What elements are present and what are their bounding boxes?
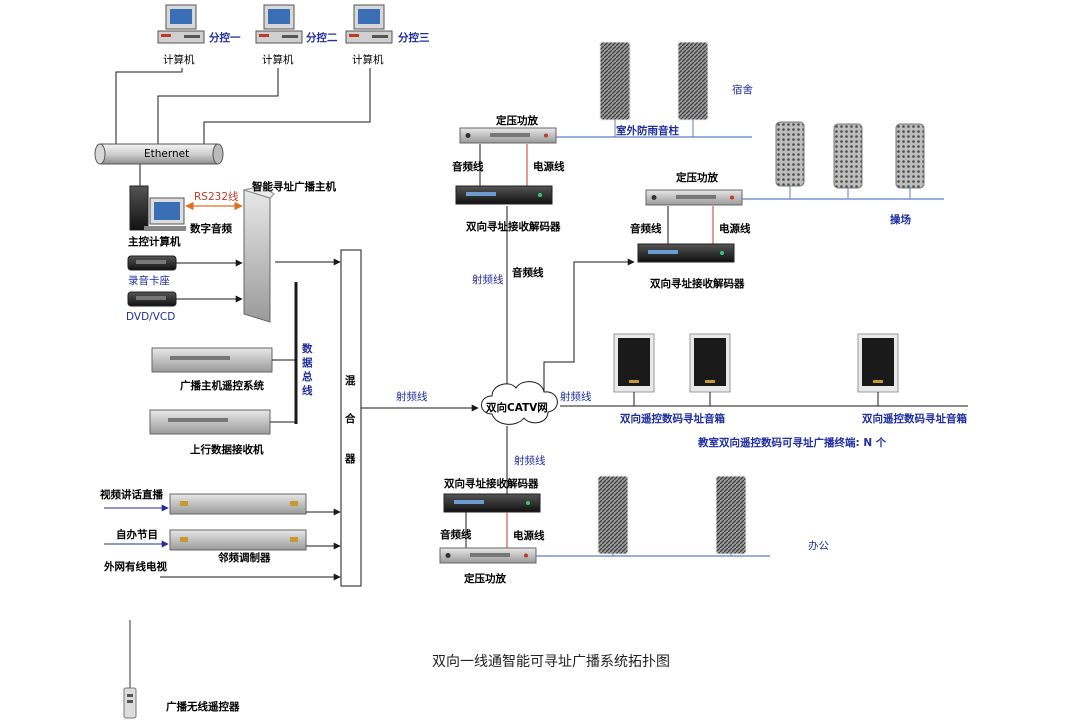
classroom-box-label-2: 双向遥控数码寻址音箱 <box>861 412 967 425</box>
amplifier-rack-icon <box>459 127 557 144</box>
playground-label: 操场 <box>890 213 911 226</box>
svg-text:据: 据 <box>302 356 313 369</box>
desktop-computer-icon <box>157 4 205 44</box>
column-speaker-icon <box>775 121 805 187</box>
svg-text:总: 总 <box>302 370 313 383</box>
modulator-1 <box>169 493 307 515</box>
decoder-bottom-label: 双向寻址接收解码器 <box>443 477 539 490</box>
amp-top-label: 定压功放 <box>495 114 538 127</box>
computer-label-3: 计算机 <box>352 53 384 66</box>
column-speaker-icon <box>599 41 631 121</box>
diagram-title: 双向一线通智能可寻址广播系统拓扑图 <box>432 654 670 670</box>
decoder-mid-label: 双向寻址接收解码器 <box>649 277 745 290</box>
data-bus-label: 数 据 总 线 <box>301 342 313 397</box>
ethernet-pipe <box>94 143 224 165</box>
computer-1 <box>157 4 205 44</box>
decoder-bottom <box>443 493 541 513</box>
power-line-bottom-label: 电源线 <box>513 529 545 542</box>
box-speaker-icon <box>613 333 655 393</box>
svg-text:混: 混 <box>345 374 356 387</box>
mixer-label: 混 合 器 <box>344 374 356 465</box>
remote-control-system <box>151 347 273 373</box>
column-speaker-icon <box>597 475 629 555</box>
catv-label: 双向CATV网 <box>485 401 548 414</box>
column-speaker-icon <box>715 475 747 555</box>
modulator-label: 邻频调制器 <box>218 551 271 564</box>
svg-text:线: 线 <box>302 384 313 397</box>
classroom-box-label-1: 双向遥控数码寻址音箱 <box>619 412 725 425</box>
outdoor-column-label: 室外防雨音柱 <box>616 124 679 137</box>
svg-text:合: 合 <box>344 412 356 425</box>
svg-text:器: 器 <box>344 453 356 465</box>
self-program-label: 自办节目 <box>116 528 158 541</box>
box-speaker-icon <box>689 333 731 393</box>
uplink-receiver-label: 上行数据接收机 <box>190 443 264 456</box>
ethernet-wiring <box>115 68 371 186</box>
column-speaker-icon <box>833 123 863 189</box>
decoder-mid <box>637 243 735 263</box>
wireless-remote-label: 广播无线遥控器 <box>166 700 240 713</box>
audio-line-mid-amp-label: 音频线 <box>630 222 662 235</box>
dvd-label: DVD/VCD <box>126 311 175 323</box>
uplink-receiver <box>149 409 271 435</box>
main-host-unit <box>242 185 275 323</box>
master-computer <box>129 185 186 231</box>
rf-line-main-label: 射频线 <box>396 390 428 403</box>
main-host-label: 智能寻址广播主机 <box>251 180 336 193</box>
audio-line-mid-label: 音频线 <box>512 266 544 279</box>
cable-tv-label: 外网有线电视 <box>103 560 167 573</box>
recorder-deck <box>127 255 177 271</box>
computer-label-1: 计算机 <box>163 53 195 66</box>
tower-icon <box>129 185 149 231</box>
office-label: 办公 <box>808 539 829 552</box>
digital-audio-label: 数字音频 <box>189 222 232 235</box>
audio-line-bottom-label: 音频线 <box>440 528 472 541</box>
rf-line-up-label: 射频线 <box>472 273 504 286</box>
computer-3 <box>345 4 393 44</box>
power-line-mid-label: 电源线 <box>719 222 751 235</box>
amplifier-rack-icon <box>645 189 743 206</box>
ethernet-label: Ethernet <box>144 148 189 160</box>
desktop-computer-icon <box>255 4 303 44</box>
amplifier-rack-icon <box>439 547 537 564</box>
mixer-box <box>340 249 362 587</box>
power-line-top-label: 电源线 <box>533 160 565 173</box>
modulator-2 <box>169 529 307 551</box>
computer-2 <box>255 4 303 44</box>
master-pc-label: 主控计算机 <box>128 235 181 248</box>
svg-text:数: 数 <box>301 342 313 355</box>
rf-line-down-label: 射频线 <box>514 454 546 467</box>
computer-label-2: 计算机 <box>262 53 294 66</box>
dorm-label: 宿舍 <box>732 83 753 96</box>
amp-bottom-label: 定压功放 <box>463 572 506 585</box>
box-speaker-icon <box>857 333 899 393</box>
column-speaker-icon <box>677 41 709 121</box>
branch-label-1: 分控一 <box>209 31 241 44</box>
wireless-remote-icon <box>123 620 137 719</box>
desktop-computer-icon <box>345 4 393 44</box>
decoder-top <box>455 185 553 205</box>
dvd-player <box>127 291 177 307</box>
classroom-terminal-label: 教室双向遥控数码可寻址广播终端: N 个 <box>697 436 887 449</box>
remote-system-label: 广播主机遥控系统 <box>180 379 264 392</box>
rf-line-right-label: 射频线 <box>560 390 592 403</box>
branch-label-2: 分控二 <box>306 31 338 44</box>
video-live-label: 视频讲话直播 <box>100 488 163 501</box>
branch-label-3: 分控三 <box>398 31 430 44</box>
amp-mid-label: 定压功放 <box>675 171 718 184</box>
audio-line-top-label: 音频线 <box>452 160 484 173</box>
column-speaker-icon <box>895 123 925 189</box>
decoder-top-label: 双向寻址接收解码器 <box>465 220 561 233</box>
recorder-label: 录音卡座 <box>128 274 170 287</box>
rs232-label: RS232线 <box>194 190 239 203</box>
